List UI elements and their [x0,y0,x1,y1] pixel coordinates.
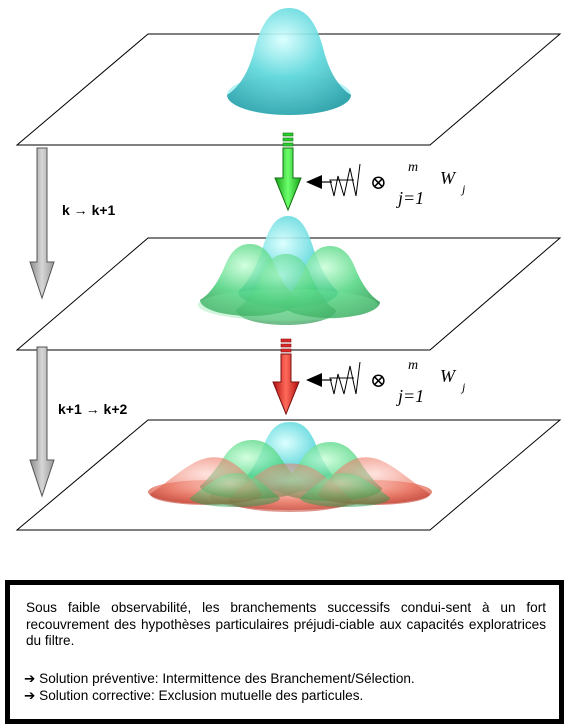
otimes-symbol: ⊗ [370,172,387,194]
noise-signal-1 [306,163,361,197]
product-upper-limit: m [408,160,419,175]
caption-paragraph: Sous faible observabilité, les brancheme… [26,600,546,648]
step-label-k-to-k1: k → k+1 [62,202,116,218]
prior-density-peak [227,8,351,115]
caption-box: Sous faible observabilité, les brancheme… [5,580,564,724]
time-arrow-1 [29,147,55,300]
weight-subscript: j [462,380,466,394]
selection-arrow [272,338,300,416]
resampled-density-peaks [148,422,432,512]
otimes-symbol: ⊗ [370,370,387,392]
product-lower-limit: j=1 [398,386,425,406]
product-upper-limit: m [408,358,419,373]
product-lower-limit: j=1 [398,188,425,208]
step-label-k1-to-k2: k+1 → k+2 [58,401,128,417]
noise-signal-2 [306,361,361,395]
time-arrow-2 [29,346,55,498]
caption-bullet-preventive: ➔ Solution préventive: Intermittence des… [24,671,415,686]
caption-bullet-corrective: ➔ Solution corrective: Exclusion mutuell… [24,688,364,703]
weight-subscript: j [462,182,466,196]
branched-density-peaks [198,216,380,325]
branching-arrow [274,132,302,212]
weight-symbol: W [440,366,455,386]
weight-symbol: W [440,168,455,188]
